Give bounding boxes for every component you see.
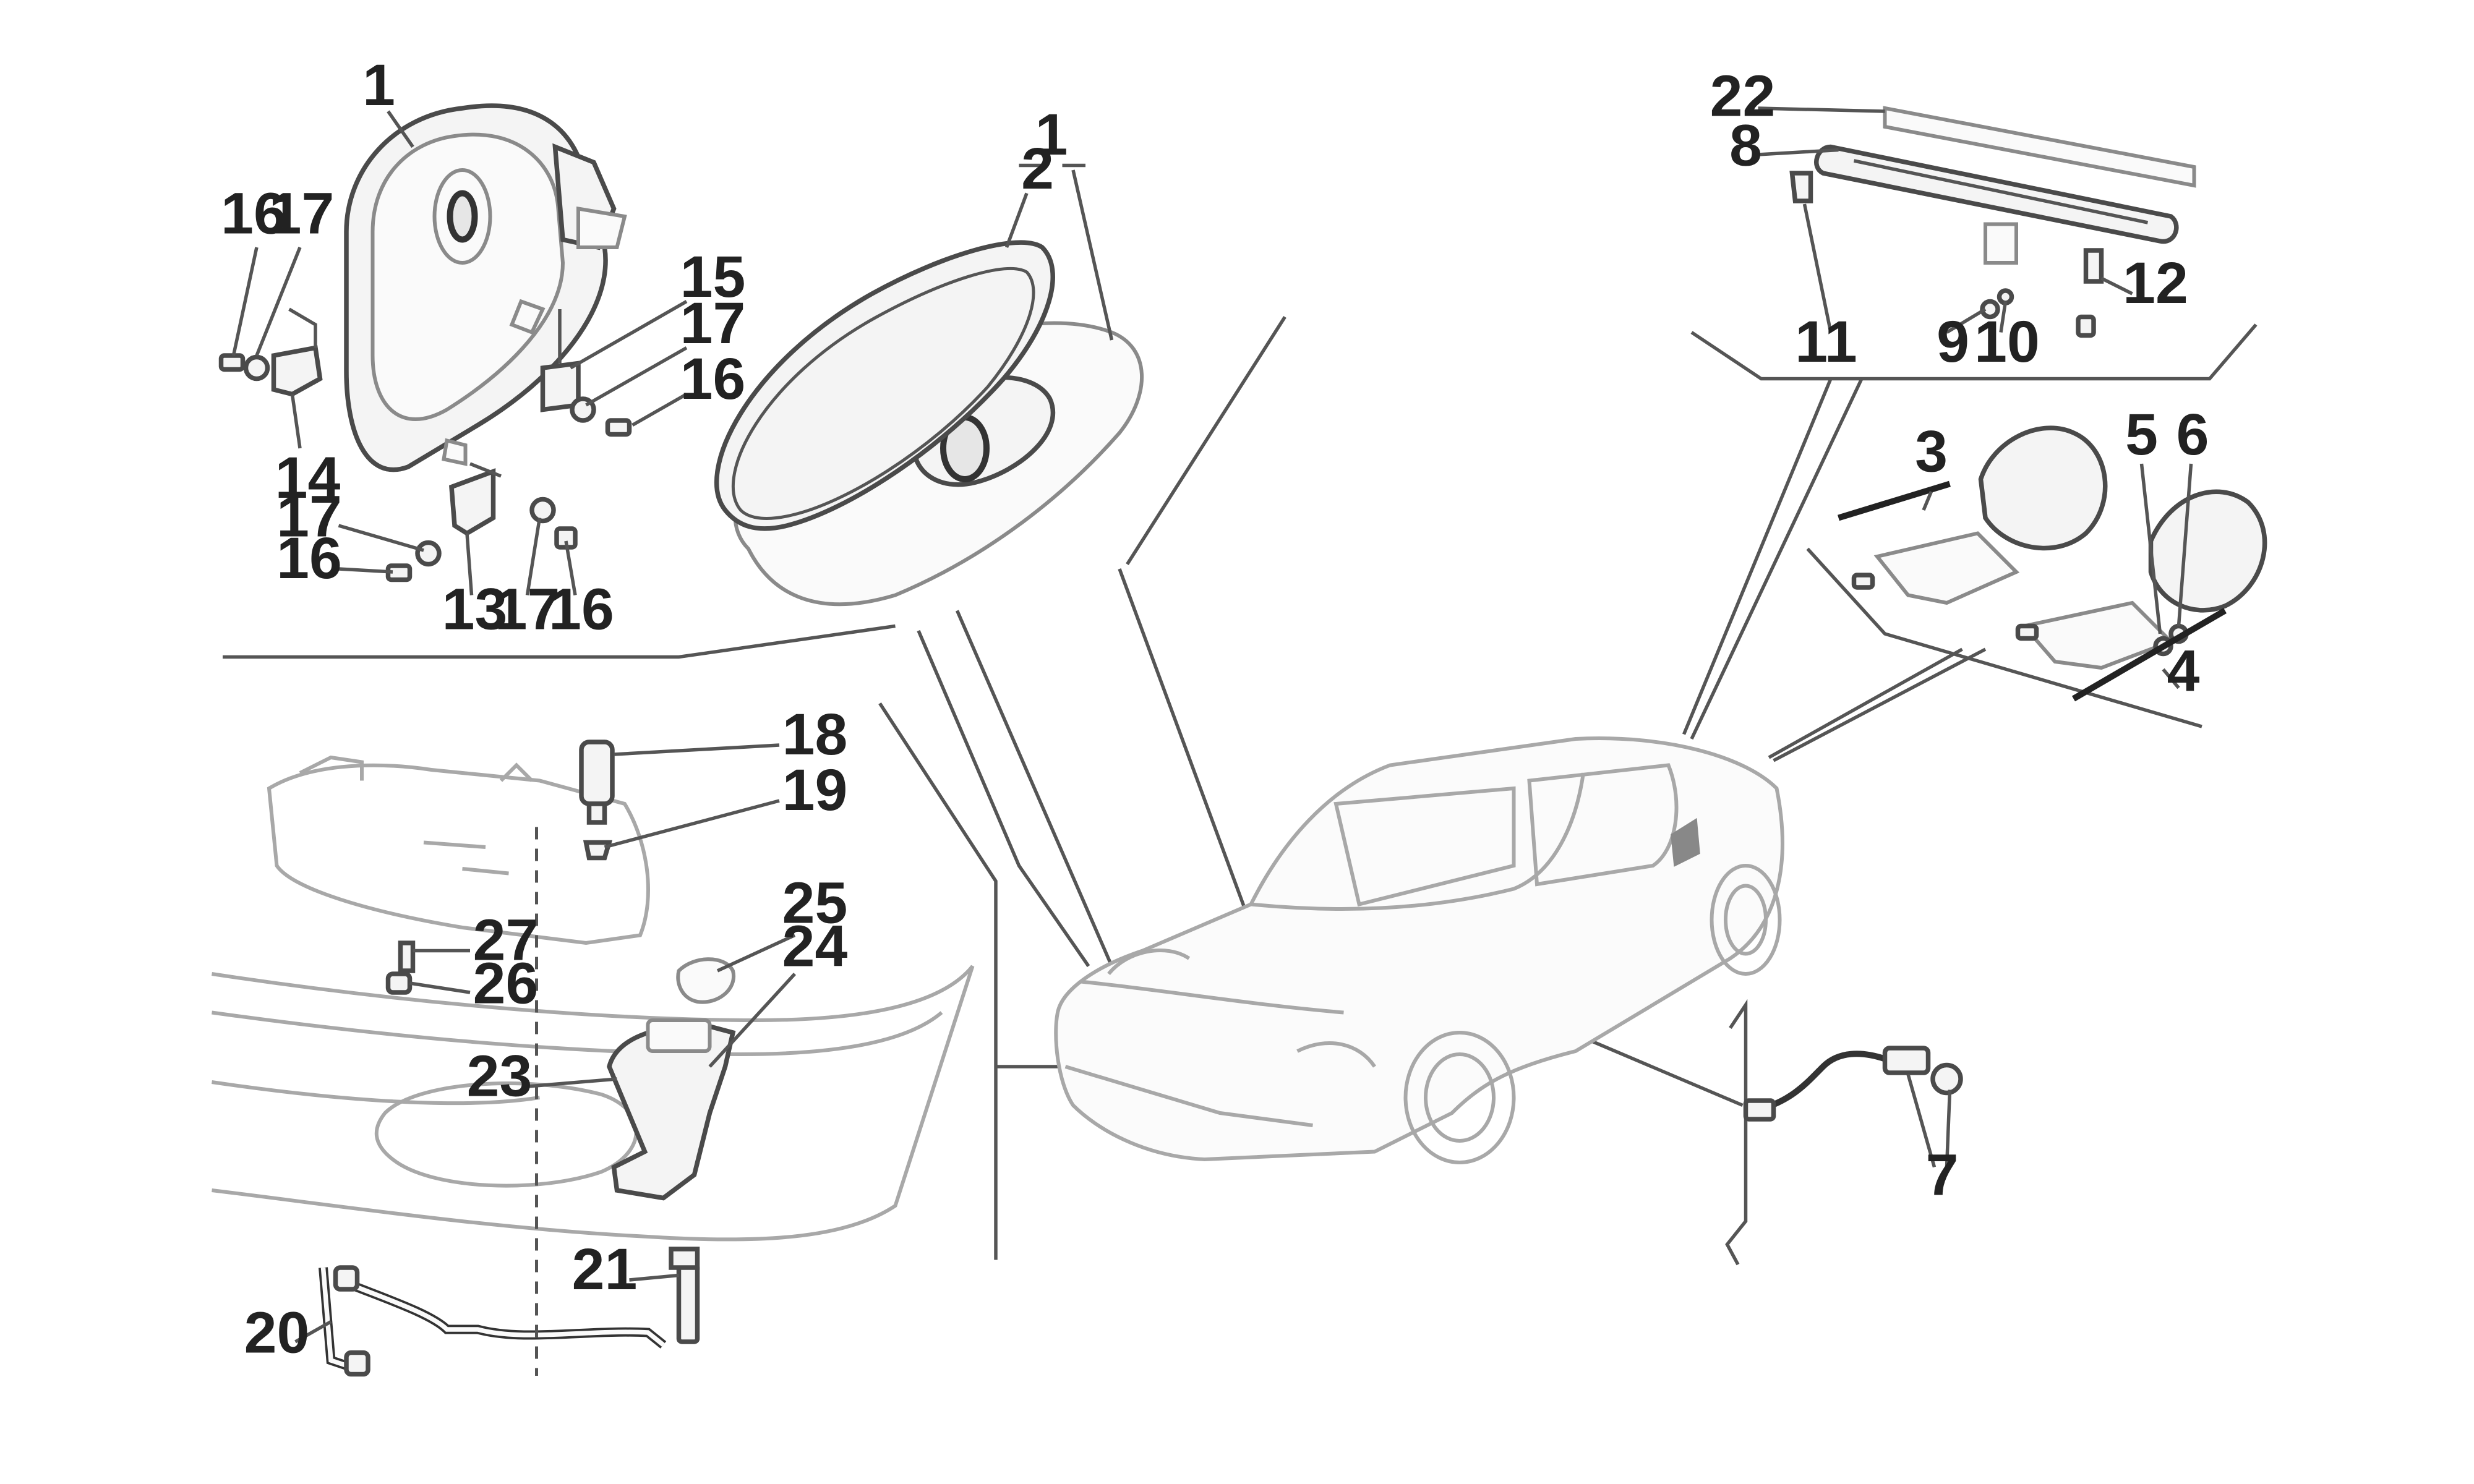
callout-20: 20: [244, 1300, 310, 1366]
callout-12: 12: [2123, 250, 2188, 316]
washer-nozzle-parts: [385, 940, 736, 1201]
callout-16-left: 16: [276, 526, 342, 591]
washer-pump-bracket: [267, 755, 650, 945]
callout-9: 9: [1937, 309, 1969, 375]
callout-1-headlight: 1: [362, 53, 395, 118]
callout-11: 11: [1795, 309, 1857, 375]
tail-lights: [1851, 425, 2267, 670]
callout-14: 14: [275, 445, 341, 511]
tail-light-brackets: [1838, 480, 2227, 702]
callout-3-tail-light: 3: [1915, 419, 1948, 485]
callout-10: 10: [1974, 309, 2040, 375]
callout-6: 6: [2177, 402, 2209, 467]
callout-1-headlight-group: 1: [1035, 102, 1068, 168]
headlight-screws-washers: [218, 353, 632, 582]
callout-16-top-left: 16: [221, 181, 286, 247]
headlight-gasket-and-lens: [714, 240, 1144, 607]
callout-4-tail-light: 4: [2167, 639, 2200, 704]
callout-24: 24: [782, 914, 848, 979]
callout-13: 13: [442, 577, 508, 642]
callout-15: 15: [680, 244, 746, 310]
callout-26: 26: [473, 951, 539, 1017]
third-brake-light: [1789, 106, 2196, 338]
headlight-brackets: [271, 307, 581, 536]
car-outline: [1054, 736, 1784, 1164]
callout-19: 19: [782, 757, 848, 823]
callout-16-bottom: 16: [549, 577, 614, 642]
callout-17-right: 17: [680, 291, 746, 356]
callout-21: 21: [572, 1237, 638, 1302]
callout-27: 27: [473, 908, 539, 973]
callout-5: 5: [2125, 402, 2158, 467]
divider-lines: [223, 316, 2258, 1266]
callout-22: 22: [1710, 64, 1776, 129]
callout-17-bottom: 17: [495, 577, 560, 642]
connector-harness: [1743, 1046, 1963, 1122]
callout-18-washer-pump: 18: [782, 702, 848, 767]
headlight-assembly: [344, 103, 627, 472]
washer-hoses: [319, 827, 700, 1377]
callout-16-right: 16: [680, 346, 746, 412]
bumper-outline: [212, 965, 975, 1242]
callout-7-connector: 7: [1926, 1143, 1959, 1208]
callout-17-top-left: 17: [269, 181, 335, 247]
callout-labels: 1 1 2 3 4 5 6 7 8 9 10 11 12 13 14 15 16…: [221, 53, 2209, 1366]
callout-2-gasket: 2: [1021, 136, 1054, 202]
washer-pump: [579, 740, 615, 861]
callout-8: 8: [1729, 113, 1762, 179]
callout-17-left: 17: [276, 484, 342, 550]
callout-25: 25: [782, 871, 848, 936]
callout-23: 23: [467, 1044, 533, 1109]
callout-leaders: [231, 106, 2193, 1344]
